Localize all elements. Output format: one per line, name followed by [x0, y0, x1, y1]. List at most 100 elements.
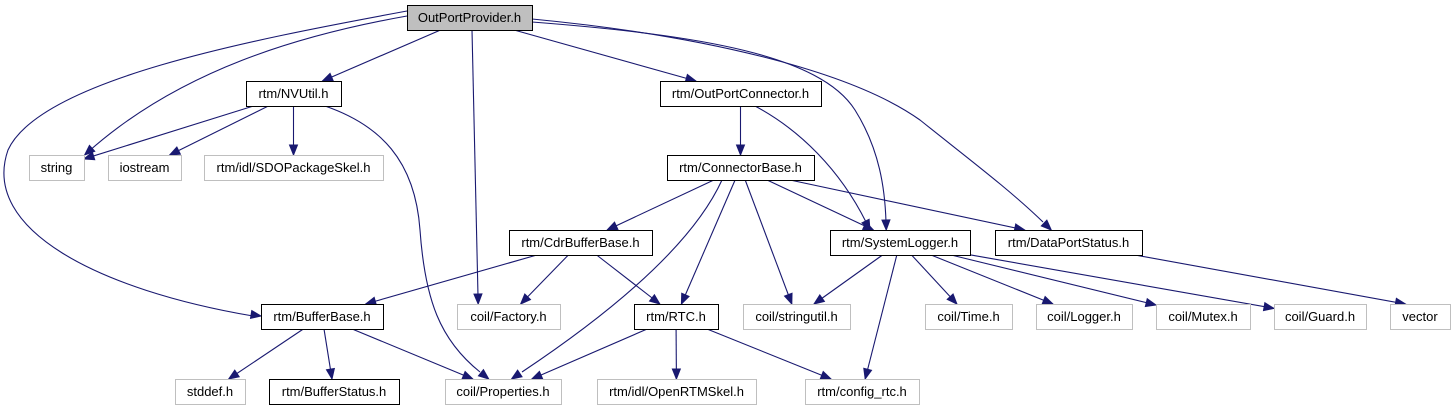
edge-line: [1134, 254, 1401, 304]
node-box: [29, 155, 85, 181]
node-cdr[interactable]: rtm/CdrBufferBase.h: [509, 230, 653, 256]
arrowhead-icon: [783, 292, 793, 306]
arrowhead-icon: [881, 219, 891, 232]
node-box[interactable]: [995, 230, 1143, 256]
edge-nvutil-to-iostream: [168, 105, 269, 156]
arrowhead-icon: [83, 144, 96, 156]
node-label: coil/Properties.h: [456, 384, 549, 399]
edge-line: [87, 15, 408, 153]
edges-layer: [3, 10, 1407, 381]
node-strutil: coil/stringutil.h: [743, 304, 851, 330]
edge-cb-to-dps: [789, 179, 1027, 233]
node-box: [805, 379, 920, 405]
edge-bb-to-bs: [323, 328, 336, 381]
edge-nvutil-to-props: [324, 105, 490, 380]
node-stddef: stddef.h: [175, 379, 246, 405]
node-dps[interactable]: rtm/DataPortStatus.h: [995, 230, 1143, 256]
node-box: [1274, 304, 1367, 330]
node-label: rtm/config_rtc.h: [817, 384, 907, 399]
edge-line: [930, 254, 1054, 305]
node-vector: vector: [1390, 304, 1451, 330]
edge-nvutil-to-sdo: [288, 106, 299, 157]
node-label: OutPortProvider.h: [418, 10, 521, 25]
node-box: [743, 304, 851, 330]
edge-line: [766, 179, 874, 231]
arrowhead-icon: [671, 368, 682, 381]
node-label: rtm/BufferStatus.h: [282, 384, 387, 399]
node-main[interactable]: OutPortProvider.h: [407, 5, 533, 31]
node-box: [108, 155, 182, 181]
node-rtc[interactable]: rtm/RTC.h: [634, 304, 719, 330]
arrowhead-icon: [168, 146, 182, 156]
node-iostream: iostream: [108, 155, 182, 181]
arrowhead-icon: [461, 370, 475, 380]
edge-line: [596, 254, 661, 305]
node-box[interactable]: [269, 379, 400, 405]
node-box[interactable]: [509, 230, 653, 256]
node-box[interactable]: [660, 81, 822, 107]
edge-main-to-nvutil: [321, 29, 441, 82]
edge-cb-to-strutil: [744, 179, 793, 306]
node-box: [1390, 304, 1451, 330]
node-box[interactable]: [634, 304, 719, 330]
edge-line: [951, 254, 1157, 306]
edge-line: [969, 254, 1275, 309]
node-nvutil[interactable]: rtm/NVUtil.h: [246, 81, 342, 107]
edge-line: [324, 105, 481, 373]
node-box[interactable]: [830, 230, 971, 256]
edge-cb-to-props: [510, 179, 723, 380]
edge-line: [83, 105, 254, 160]
node-label: stddef.h: [187, 384, 233, 399]
node-cb[interactable]: rtm/ConnectorBase.h: [667, 155, 815, 181]
edge-main-to-dps: [531, 18, 1053, 231]
arrowhead-icon: [735, 144, 746, 157]
node-label: string: [41, 160, 73, 175]
node-bs[interactable]: rtm/BufferStatus.h: [269, 379, 400, 405]
edge-line: [813, 254, 883, 305]
edge-line: [521, 179, 723, 373]
node-label: rtm/idl/OpenRTMSkel.h: [609, 384, 744, 399]
edge-line: [680, 179, 736, 305]
node-label: coil/Time.h: [937, 309, 999, 324]
edge-line: [606, 179, 715, 231]
arrowhead-icon: [946, 293, 958, 305]
node-box: [204, 155, 384, 181]
arrowhead-icon: [812, 294, 826, 305]
node-props: coil/Properties.h: [445, 379, 562, 405]
node-bb[interactable]: rtm/BufferBase.h: [261, 304, 384, 330]
edge-line: [531, 328, 648, 380]
edge-syslog-to-guard: [969, 254, 1276, 312]
arrowhead-icon: [325, 367, 336, 381]
node-box: [1036, 304, 1133, 330]
edge-cdr-to-rtc: [596, 254, 661, 305]
edge-rtc-to-ortm: [671, 328, 682, 381]
edge-bb-to-stddef: [227, 328, 304, 380]
node-factory: coil/Factory.h: [457, 304, 561, 330]
edge-main-to-opc: [513, 29, 698, 83]
edge-line: [365, 254, 537, 305]
node-opc[interactable]: rtm/OutPortConnector.h: [660, 81, 822, 107]
edge-syslog-to-time: [911, 254, 958, 305]
edge-line: [471, 29, 479, 297]
edge-main-to-factory: [471, 29, 483, 306]
edge-line: [3, 10, 408, 317]
edge-cb-to-cdr: [605, 179, 715, 231]
node-box: [597, 379, 757, 405]
edge-rtc-to-cfg: [706, 328, 833, 380]
node-label: rtm/idl/SDOPackageSkel.h: [217, 160, 371, 175]
node-box[interactable]: [407, 5, 533, 31]
arrowhead-icon: [863, 367, 873, 381]
arrowhead-icon: [288, 144, 299, 157]
node-box[interactable]: [667, 155, 815, 181]
arrowhead-icon: [680, 292, 690, 306]
node-box[interactable]: [261, 304, 384, 330]
node-label: rtm/ConnectorBase.h: [679, 160, 802, 175]
arrowhead-icon: [473, 293, 483, 306]
node-sdo: rtm/idl/SDOPackageSkel.h: [204, 155, 384, 181]
edge-line: [864, 254, 898, 380]
node-box[interactable]: [246, 81, 342, 107]
edge-cb-to-rtc: [680, 179, 736, 306]
node-label: rtm/SystemLogger.h: [842, 235, 958, 250]
node-syslog[interactable]: rtm/SystemLogger.h: [830, 230, 971, 256]
